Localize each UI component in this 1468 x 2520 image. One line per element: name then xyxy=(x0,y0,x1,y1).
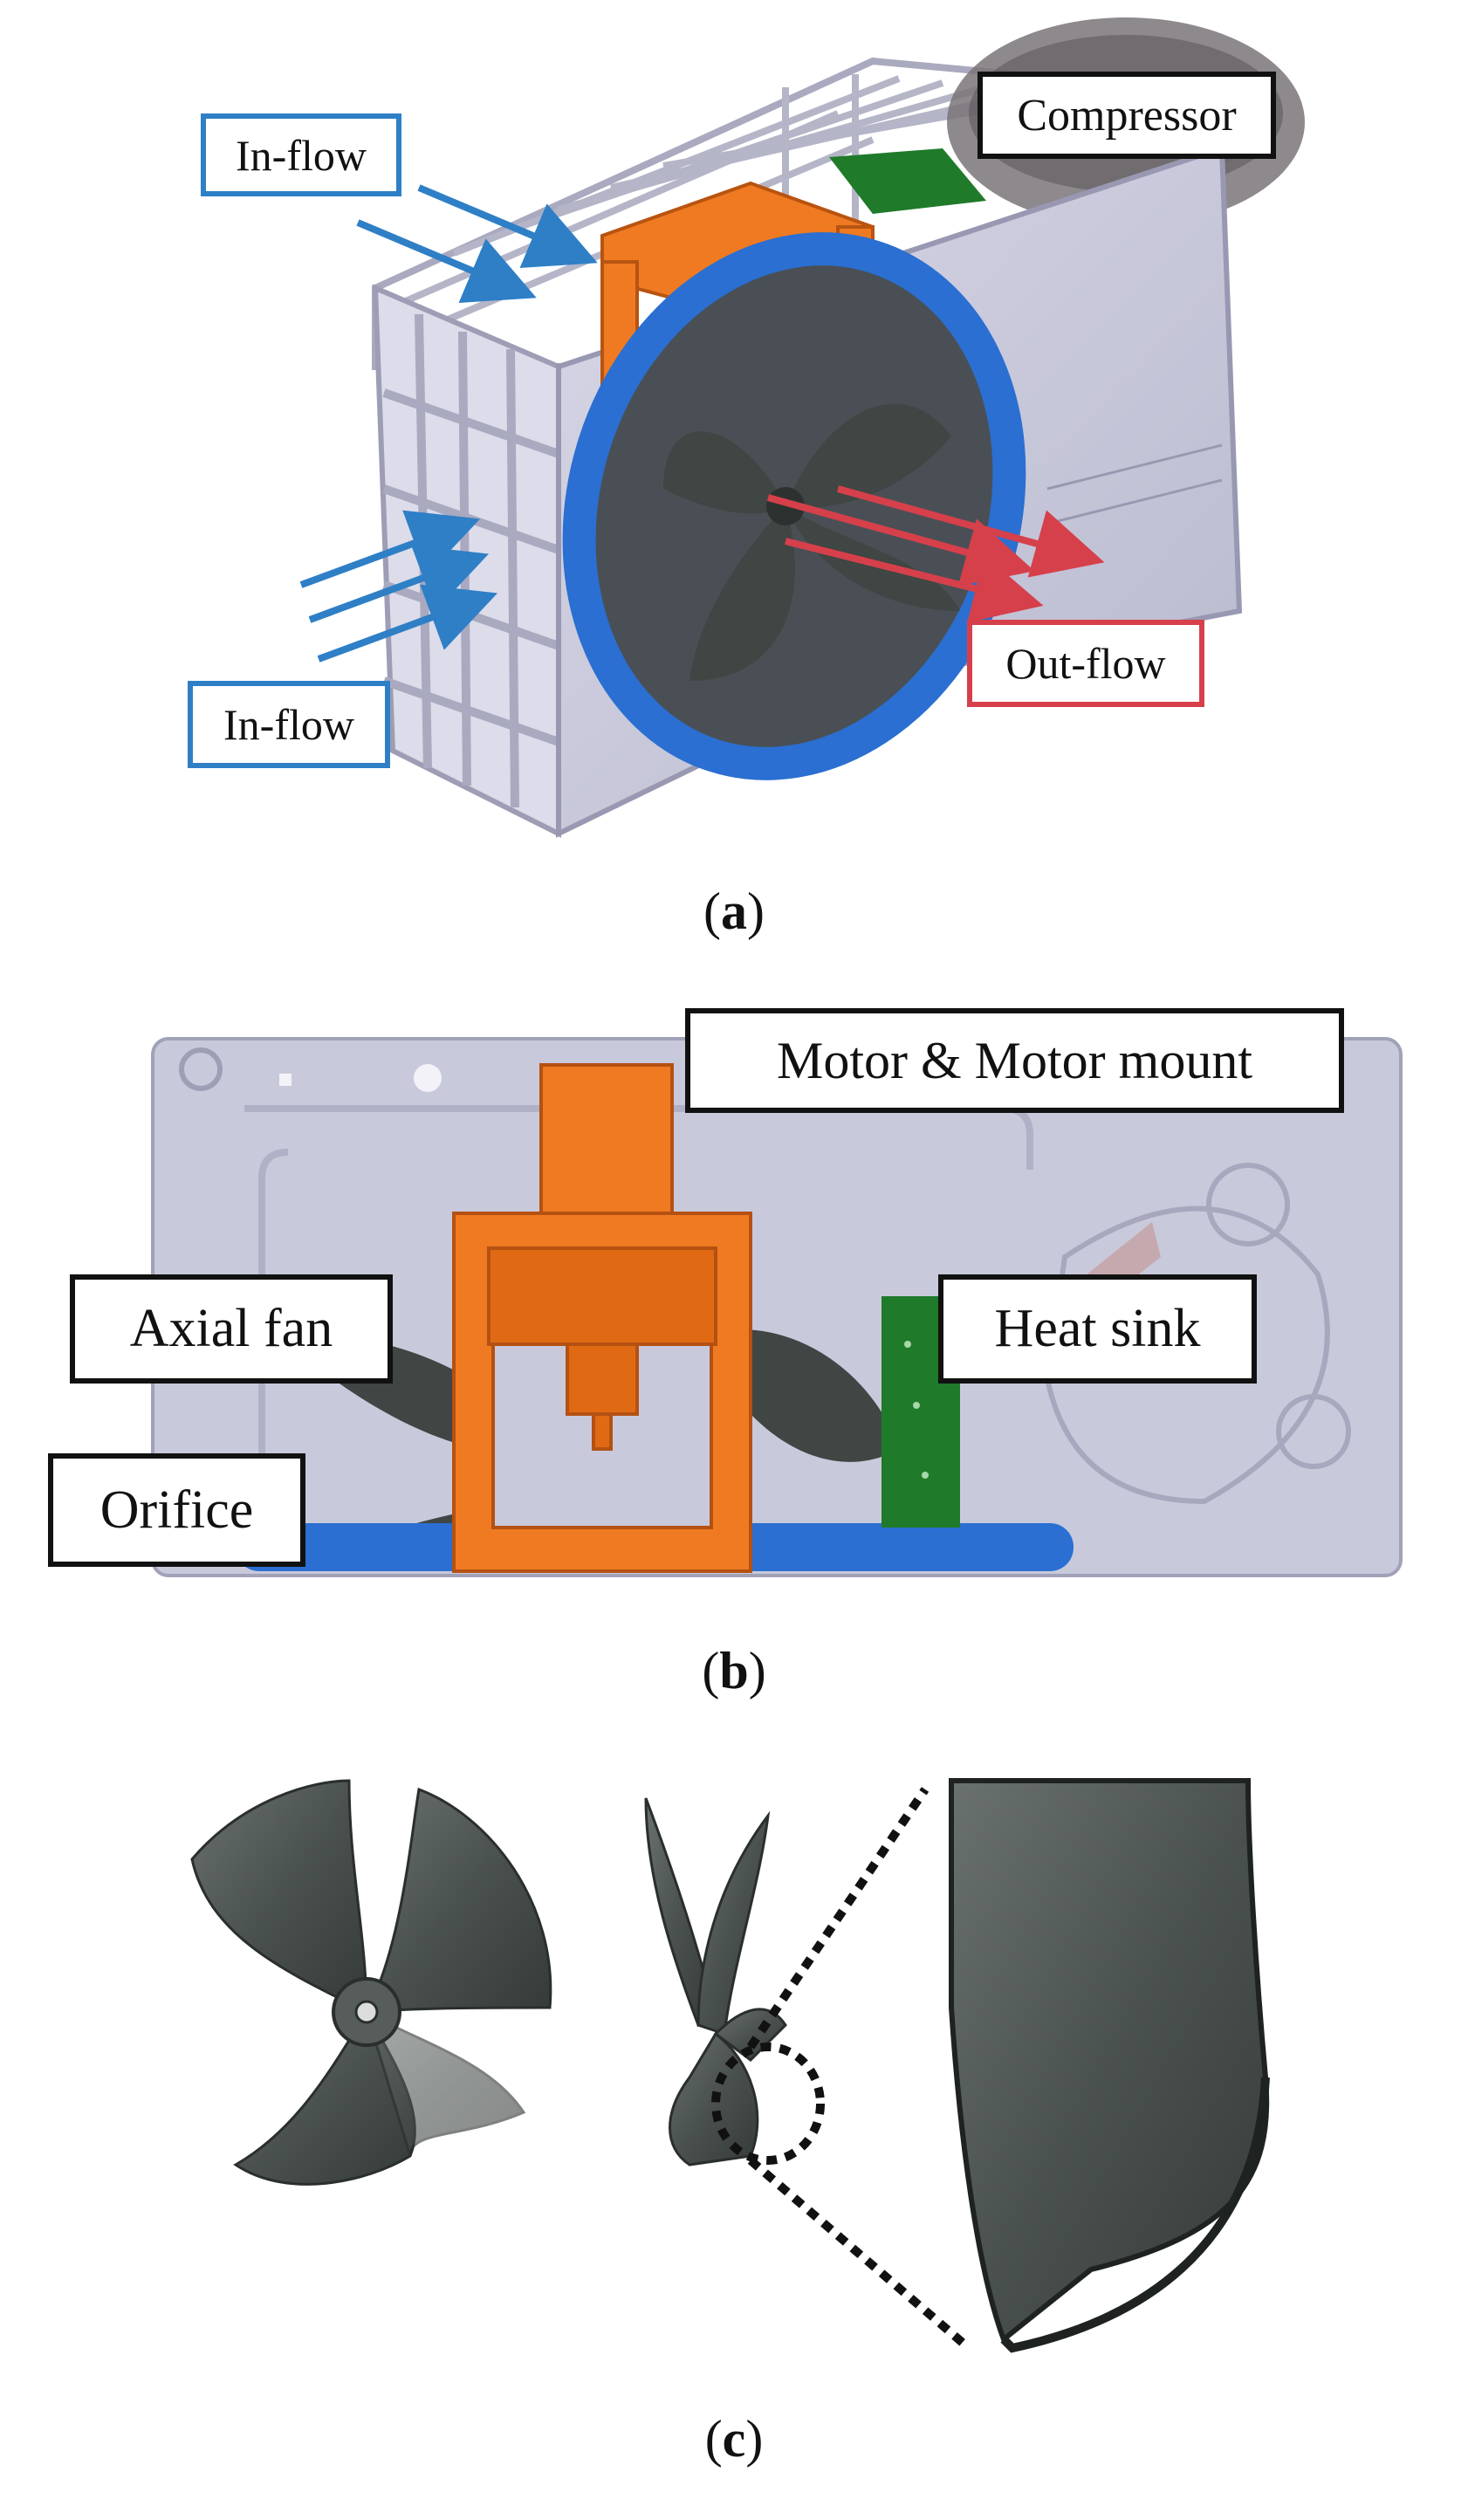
caption-a-letter: a xyxy=(721,882,747,940)
axial-fan-shape xyxy=(663,403,960,681)
label-heat-sink: Heat sink xyxy=(938,1274,1257,1384)
heat-sink-shape xyxy=(829,148,986,214)
label-inflow-top: In-flow xyxy=(201,113,401,196)
fan-side-view xyxy=(644,1797,787,2166)
caption-c: (c) xyxy=(704,2410,764,2468)
label-outflow: Out-flow xyxy=(967,620,1204,707)
fan-front-view xyxy=(190,1779,552,2186)
caption-b: (b) xyxy=(702,1642,766,1699)
motor-mount-shape-b xyxy=(452,1063,752,1573)
inflow-arrows-bottom xyxy=(299,510,498,663)
label-orifice: Orifice xyxy=(48,1453,305,1567)
outflow-arrows xyxy=(766,485,1105,623)
blade-tip-detail xyxy=(949,1778,1270,2344)
caption-a: (a) xyxy=(703,882,765,940)
inflow-arrows-top xyxy=(356,184,598,304)
caption-b-letter: b xyxy=(719,1642,749,1699)
label-axial-fan: Axial fan xyxy=(70,1274,393,1384)
panel-c-illustration xyxy=(190,1778,1270,2353)
label-motor-mount: Motor & Motor mount xyxy=(685,1008,1344,1113)
caption-c-letter: c xyxy=(722,2410,746,2468)
label-compressor: Compressor xyxy=(978,72,1276,159)
label-inflow-bottom: In-flow xyxy=(188,681,390,768)
detail-circle xyxy=(711,2043,825,2165)
